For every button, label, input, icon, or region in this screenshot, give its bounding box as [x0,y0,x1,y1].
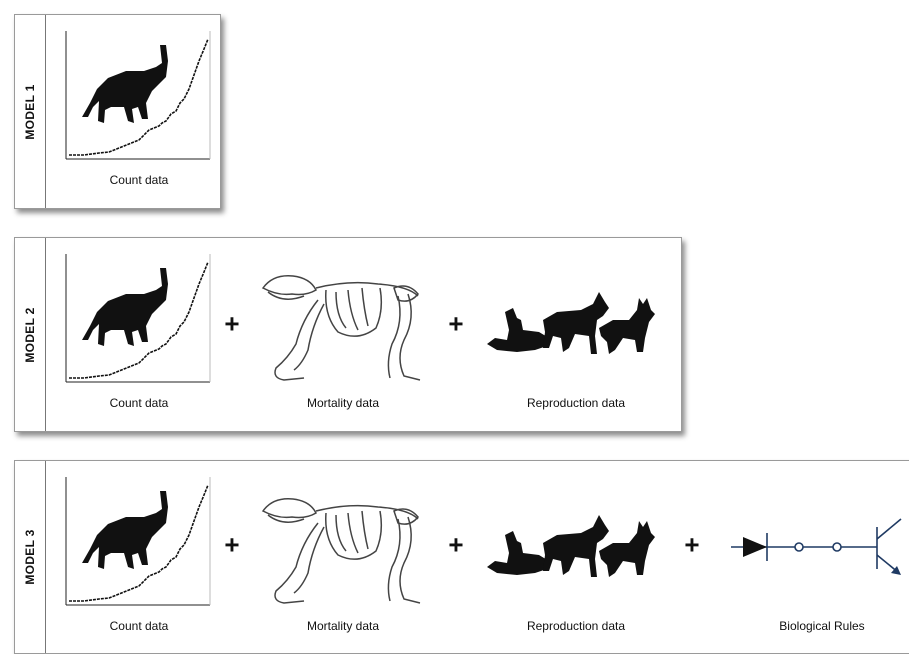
mortality-data-input: Mortality data [258,266,428,426]
hind-leg [399,516,421,604]
pup-standing [543,515,609,577]
mortality-data-caption: Mortality data [306,396,380,410]
model-3-panel: MODEL 3 Count data + [14,460,909,654]
circuit-diagram [731,518,902,575]
count-data-axes [65,254,211,383]
mortality-data-input: Mortality data [258,489,428,649]
biological-rules-input: Biological Rules [731,509,909,649]
wolf-silhouette [82,45,168,123]
count-data-plot [65,477,211,606]
wolf-silhouette [82,268,168,346]
model-2-panel: MODEL 2 Count data + [14,237,682,432]
plus-operator: + [224,308,240,339]
count-data-axes [65,31,211,160]
pup-lying [487,308,549,352]
count-data-input: Count data [64,31,214,201]
plus-operator: + [224,529,240,560]
count-data-plot [65,254,211,383]
skull [261,275,317,296]
reproduction-data-input: Reproduction data [483,513,673,649]
hind-leg [399,293,421,381]
pup-standing [543,292,609,354]
front-leg [274,522,319,604]
ribcage [325,510,383,560]
count-data-trend-line [69,38,209,156]
circuit-node [794,542,804,552]
model-3-side-label: MODEL 3 [15,461,46,653]
count-data-input: Count data [64,254,214,424]
count-data-trend-line [69,484,209,602]
reproduction-data-input: Reproduction data [483,290,673,426]
model-1-side-label: MODEL 1 [15,15,46,208]
count-data-plot [65,31,211,160]
spine [315,281,419,297]
pups-silhouettes [487,515,655,577]
pup-sitting [599,298,655,354]
reproduction-data-caption: Reproduction data [526,396,626,410]
circuit-node [832,542,842,552]
pup-lying [487,531,549,575]
diode-triangle [743,537,767,557]
wolf-silhouette [82,491,168,569]
skeleton-illustration [261,275,421,381]
pelvis [393,285,419,302]
pup-sitting [599,521,655,577]
biological-rules-caption: Biological Rules [779,619,865,633]
transistor-collector [876,518,902,540]
emitter-arrow [891,566,901,575]
skeleton-illustration [261,498,421,604]
plus-operator: + [448,308,464,339]
reproduction-data-caption: Reproduction data [526,619,626,633]
ribcage [325,287,383,337]
jaw [267,514,305,523]
spine [315,504,419,520]
count-data-caption: Count data [109,396,169,410]
front-leg [274,299,319,381]
plus-operator: + [448,529,464,560]
jaw [267,291,305,300]
mortality-data-caption: Mortality data [306,619,380,633]
plus-operator: + [684,529,700,560]
count-data-caption: Count data [109,173,169,187]
count-data-trend-line [69,261,209,379]
skull [261,498,317,519]
pups-silhouettes [487,292,655,354]
model-1-panel: MODEL 1 Count data [14,14,221,209]
model-2-side-label: MODEL 2 [15,238,46,431]
count-data-caption: Count data [109,619,169,633]
count-data-input: Count data [64,477,214,647]
pelvis [393,508,419,525]
count-data-axes [65,477,211,606]
